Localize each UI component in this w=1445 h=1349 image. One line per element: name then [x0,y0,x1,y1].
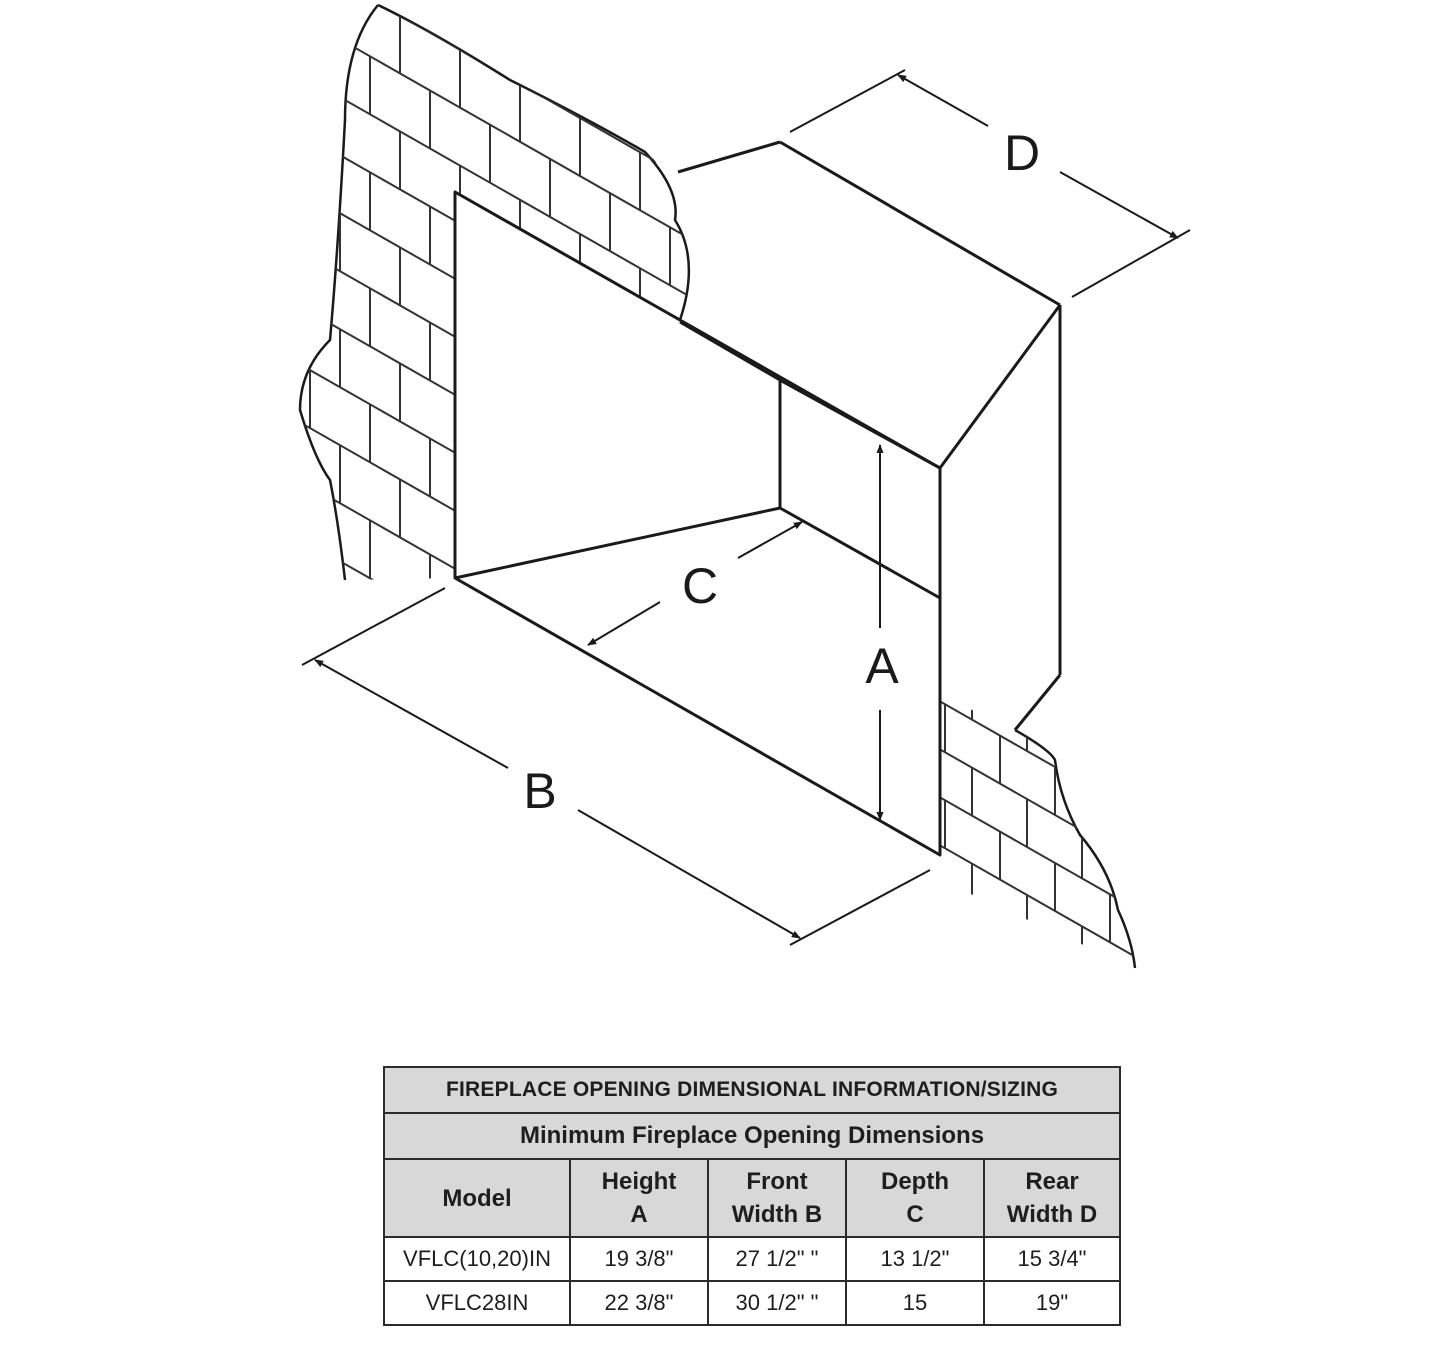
brick-line [300,526,689,580]
dim-b-extension-left [301,587,446,666]
table-subtitle: Minimum Fireplace Opening Dimensions [382,1112,1122,1160]
table-title-row: FIREPLACE OPENING DIMENSIONAL INFORMATIO… [382,1066,1122,1114]
dim-label-d: D [1004,125,1040,181]
firebox-front-opening [453,190,942,857]
dimension-table: FIREPLACE OPENING DIMENSIONAL INFORMATIO… [382,1066,1122,1326]
lower-brick-wall [920,546,1160,1040]
table-row: VFLC(10,20)IN 19 3/8" 27 1/2" " 13 1/2" … [383,1236,1122,1282]
table-cell-height: 22 3/8" [569,1280,709,1326]
column-header-line: Rear [1025,1168,1079,1195]
firebox-top-ridge [779,140,1061,307]
table-cell-height: 19 3/8" [569,1236,709,1282]
firebox-floor-left-edge [454,506,781,580]
column-header-line: A [630,1201,648,1228]
table-cell-front-width: 27 1/2" " [707,1236,847,1282]
column-header-line: Model [442,1184,512,1212]
brick-line [300,62,689,315]
dim-d-lower-arrow [1059,171,1179,239]
column-header-line: Front [746,1168,808,1195]
brick-line [940,833,1135,968]
firebox [453,140,1062,857]
column-header-line: Width B [731,1201,823,1228]
dim-label-b: B [523,763,556,819]
dim-label-c: C [682,558,718,614]
upper-wall-edge [298,4,379,581]
table-cell-rear-width: 15 3/4" [982,1236,1122,1282]
dim-d-extension-top [789,69,906,133]
table-cell-model: VFLC(10,20)IN [383,1236,571,1282]
lower-wall-edge [1014,728,1137,969]
dimension-table-container: FIREPLACE OPENING DIMENSIONAL INFORMATIO… [382,1066,1122,1326]
brick-line [940,929,1135,968]
table-cell-depth: 15 [845,1280,985,1326]
dim-b-extension-right [789,869,931,946]
fireplace-opening-diagram: A B C D [298,3,1191,1040]
firebox-top-outer-edge [677,140,781,174]
column-header-line: C [906,1201,924,1228]
table-subtitle-row: Minimum Fireplace Opening Dimensions [382,1112,1122,1160]
brick-line [300,5,689,83]
dim-b-right-arrow [577,809,801,939]
dim-c-lower-arrow [587,601,661,646]
brick-line [300,468,689,580]
table-row: VFLC28IN 22 3/8" 30 1/2" " 15 19" [383,1280,1122,1326]
table-title: FIREPLACE OPENING DIMENSIONAL INFORMATIO… [382,1066,1122,1114]
dim-b-left-arrow [314,659,509,769]
firebox-bottom-right-bevel [1013,674,1062,731]
column-header-model: Model [383,1158,571,1238]
dim-label-a: A [865,638,899,694]
dim-d-upper-arrow [897,74,989,127]
firebox-top-front-bevel [938,304,1062,469]
brick-line [920,978,1160,1040]
brick-line [920,1026,1160,1040]
table-cell-rear-width: 19" [982,1280,1122,1326]
column-header-line: Depth [881,1168,949,1195]
table-cell-depth: 13 1/2" [845,1236,985,1282]
firebox-floor-back-edge [779,506,941,600]
dim-c-upper-arrow [737,521,803,559]
brick-line [920,546,1160,683]
column-header-line: Width D [1006,1201,1098,1228]
table-cell-model: VFLC28IN [383,1280,571,1326]
dimension-lines [301,69,1191,946]
table-cell-front-width: 30 1/2" " [707,1280,847,1326]
dim-d-extension-bottom [1071,229,1191,298]
brick-line [300,5,689,25]
column-header-line: Height [601,1168,677,1195]
